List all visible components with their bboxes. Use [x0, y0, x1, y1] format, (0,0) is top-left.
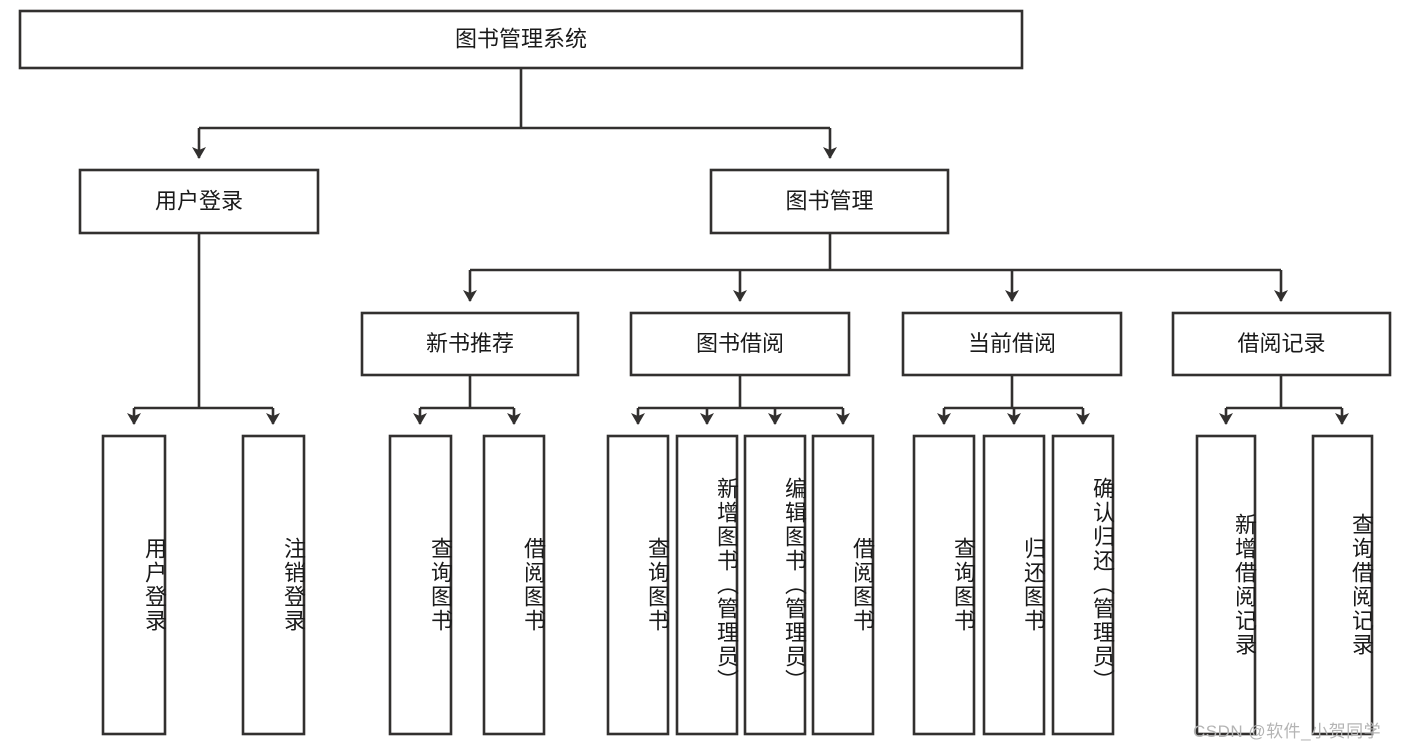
node-box-system-title[interactable]	[18, 9, 1024, 70]
node-label-new-book-recommend: 新书推荐	[426, 331, 514, 356]
csdn-watermark: CSDN @软件_小贺同学	[1193, 722, 1382, 741]
node-box-book-management[interactable]	[709, 168, 950, 235]
node-box-leaf-edit-book[interactable]	[743, 434, 807, 736]
connector-layer	[127, 68, 1349, 425]
node-label-book-management: 图书管理	[785, 188, 873, 213]
node-box-leaf-return-book[interactable]	[982, 434, 1046, 736]
node-box-leaf-user-login[interactable]	[101, 434, 167, 736]
node-box-leaf-query-book-1[interactable]	[388, 434, 453, 736]
node-box-leaf-query-book-3[interactable]	[912, 434, 976, 736]
node-box-leaf-borrow-book-2[interactable]	[811, 434, 875, 736]
node-box-new-book-recommend[interactable]	[360, 311, 580, 377]
node-box-leaf-confirm-return[interactable]	[1051, 434, 1115, 736]
node-box-leaf-add-borrow-record[interactable]	[1195, 434, 1257, 736]
node-box-leaf-borrow-book-1[interactable]	[482, 434, 546, 736]
node-box-leaf-query-borrow-record[interactable]	[1311, 434, 1374, 736]
boxes-layer	[18, 9, 1392, 736]
node-label-user-login: 用户登录	[155, 188, 243, 213]
node-box-leaf-add-book[interactable]	[675, 434, 739, 736]
node-box-leaf-query-book-2[interactable]	[606, 434, 670, 736]
node-label-book-borrow: 图书借阅	[696, 331, 784, 356]
node-box-book-borrow[interactable]	[629, 311, 851, 377]
node-box-leaf-logout[interactable]	[241, 434, 306, 736]
node-label-system-title: 图书管理系统	[455, 26, 587, 51]
node-label-borrow-record: 借阅记录	[1237, 331, 1325, 356]
node-box-borrow-record[interactable]	[1171, 311, 1392, 377]
node-box-current-borrow[interactable]	[901, 311, 1123, 377]
node-label-current-borrow: 当前借阅	[968, 331, 1056, 356]
node-box-user-login[interactable]	[78, 168, 320, 235]
